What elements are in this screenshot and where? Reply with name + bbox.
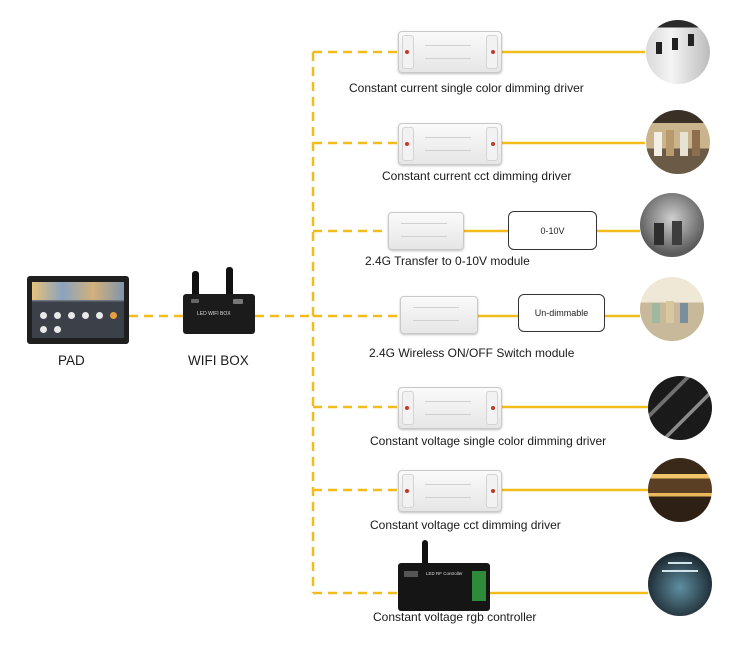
wifi-box-label: WIFI BOX <box>188 353 249 368</box>
led-driver-icon <box>398 470 502 512</box>
output-type-box-2: Un-dimmable <box>518 294 605 332</box>
wifi-box-text: LED WIFI BOX <box>197 311 231 317</box>
led-driver-icon <box>398 387 502 429</box>
pad-label: PAD <box>58 353 85 368</box>
scene-photo-3 <box>640 193 704 257</box>
device-caption-4: 2.4G Wireless ON/OFF Switch module <box>369 346 575 360</box>
led-driver-icon <box>398 123 502 165</box>
rgb-controller-icon: LED RF Controller <box>398 563 490 611</box>
scene-photo-7 <box>648 552 712 616</box>
device-caption-7: Constant voltage rgb controller <box>373 610 537 624</box>
scene-photo-6 <box>648 458 712 522</box>
antenna-left <box>192 271 199 297</box>
device-caption-1: Constant current single color dimming dr… <box>349 81 584 95</box>
rgb-controller-text: LED RF Controller <box>426 571 463 576</box>
antenna-right <box>226 267 233 297</box>
scene-photo-4 <box>640 277 704 341</box>
led-driver-icon <box>388 212 464 250</box>
device-caption-2: Constant current cct dimming driver <box>382 169 572 183</box>
output-type-box-1: 0-10V <box>508 211 597 250</box>
device-caption-5: Constant voltage single color dimming dr… <box>370 434 607 448</box>
tablet-icon <box>27 276 129 344</box>
scene-photo-5 <box>648 376 712 440</box>
led-driver-icon <box>400 296 478 334</box>
antenna-rgb <box>422 540 428 568</box>
device-caption-6: Constant voltage cct dimming driver <box>370 518 561 532</box>
scene-photo-1 <box>646 20 710 84</box>
device-caption-3: 2.4G Transfer to 0-10V module <box>365 254 530 268</box>
wifi-router-icon: LED WIFI BOX <box>183 294 255 334</box>
scene-photo-2 <box>646 110 710 174</box>
led-driver-icon <box>398 31 502 73</box>
